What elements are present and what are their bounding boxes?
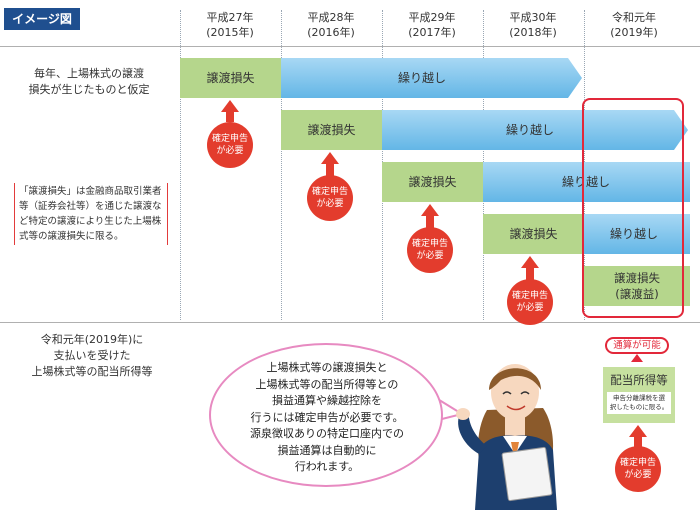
year-era: 平成29年 <box>408 11 456 24</box>
year-2018: 平成30年 (2018年) <box>483 10 583 40</box>
badge-line: 確定申告 <box>511 291 548 301</box>
tax-return-badge: 確定申告 が必要 <box>307 175 353 221</box>
up-arrow <box>521 256 539 280</box>
badge-line: が必要 <box>416 251 444 261</box>
up-arrow <box>321 152 339 176</box>
offset-highlight <box>582 98 684 318</box>
dividend-line: 上場株式等の配当所得等 <box>31 365 153 378</box>
year-2015: 平成27年 (2015年) <box>180 10 280 40</box>
tax-return-badge: 確定申告 が必要 <box>207 122 253 168</box>
assumption-label: 毎年、上場株式の譲渡 損失が生じたものと仮定 <box>0 66 178 98</box>
loss-box-2018: 譲渡損失 <box>483 214 584 254</box>
bubble-line: 行うには確定申告が必要です。 <box>250 410 404 424</box>
dividend-income-title: 配当所得等 <box>610 373 668 387</box>
bubble-line: 損益通算は自動的に <box>277 443 377 457</box>
advisor-illustration <box>456 364 557 510</box>
carry-arrow-2017 <box>483 162 690 202</box>
bubble-line: 行われます。 <box>294 460 360 473</box>
speech-bubble-text: 上場株式等の譲渡損失と 上場株式等の配当所得等との 損益通算や繰越控除を 行うに… <box>225 360 429 476</box>
year-ad: (2016年) <box>307 26 355 39</box>
up-arrow <box>221 100 239 122</box>
loss-gain-line: 譲渡損失 <box>614 271 660 285</box>
loss-box-2015: 譲渡損失 <box>180 58 281 98</box>
bubble-line: 源泉徴収ありの特定口座内での <box>250 427 404 440</box>
image-tag: イメージ図 <box>4 8 80 30</box>
year-ad: (2015年) <box>206 26 254 39</box>
column-divider <box>281 10 282 320</box>
loss-box-2017: 譲渡損失 <box>382 162 483 202</box>
badge-line: が必要 <box>516 303 544 313</box>
dividend-line: 支払いを受けた <box>53 349 131 362</box>
carry-arrow-2016 <box>382 110 688 150</box>
year-era: 令和元年 <box>612 11 656 24</box>
dividend-sub-line: 申告分離課税を選 <box>613 394 665 402</box>
year-era: 平成30年 <box>509 11 557 24</box>
dividend-label: 令和元年(2019年)に 支払いを受けた 上場株式等の配当所得等 <box>8 332 176 380</box>
carry-label: 繰り越し <box>609 227 658 241</box>
dividend-income-box: 配当所得等 申告分離課税を選 択したものに限る。 <box>603 367 675 423</box>
column-divider <box>180 10 181 320</box>
dividend-line: 令和元年(2019年)に <box>40 333 144 346</box>
tax-return-badge: 確定申告 が必要 <box>407 227 453 273</box>
year-ad: (2019年) <box>610 26 658 39</box>
offset-possible-pill: 通算が可能 <box>605 337 669 354</box>
carry-label: 繰り越し <box>397 71 446 85</box>
badge-line: が必要 <box>624 470 652 480</box>
dividend-sub-line: 択したものに限る。 <box>609 403 669 411</box>
loss-gain-box-2019: 譲渡損失 (譲渡益) <box>584 266 690 306</box>
header-rule <box>0 46 700 47</box>
carry-box-2018 <box>584 214 690 254</box>
bubble-line: 上場株式等の配当所得等との <box>255 377 399 391</box>
badge-line: が必要 <box>216 146 244 156</box>
carry-label: 繰り越し <box>505 123 554 137</box>
year-era: 平成28年 <box>307 11 355 24</box>
year-era: 平成27年 <box>206 11 254 24</box>
section-rule <box>0 322 700 323</box>
year-ad: (2017年) <box>408 26 456 39</box>
badge-line: 確定申告 <box>619 458 656 468</box>
tax-return-badge: 確定申告 が必要 <box>507 279 553 325</box>
year-ad: (2018年) <box>509 26 557 39</box>
speech-bubble <box>209 343 443 487</box>
bubble-line: 上場株式等の譲渡損失と <box>266 361 388 374</box>
bubble-line: 損益通算や繰越控除を <box>272 394 382 407</box>
carry-label: 繰り越し <box>561 175 610 189</box>
loss-gain-line: (譲渡益) <box>615 287 659 301</box>
assumption-line: 毎年、上場株式の譲渡 <box>34 67 144 80</box>
badge-line: 確定申告 <box>411 239 448 249</box>
year-2016: 平成28年 (2016年) <box>281 10 381 40</box>
badge-line: 確定申告 <box>311 187 348 197</box>
assumption-line: 損失が生じたものと仮定 <box>28 83 150 96</box>
loss-note: 「譲渡損失」は金融商品取引業者等（証券会社等）を通じた譲渡など特定の譲渡により生… <box>14 183 168 245</box>
up-arrow <box>629 425 647 448</box>
up-arrow <box>421 204 439 228</box>
year-2019: 令和元年 (2019年) <box>584 10 684 40</box>
loss-box-2016: 譲渡損失 <box>281 110 382 150</box>
badge-line: が必要 <box>316 199 344 209</box>
tax-return-badge: 確定申告 が必要 <box>615 446 661 492</box>
dividend-income-subbox: 申告分離課税を選 択したものに限る。 <box>607 392 671 414</box>
badge-line: 確定申告 <box>211 134 248 144</box>
carry-arrow-2015 <box>281 58 582 98</box>
year-2017: 平成29年 (2017年) <box>382 10 482 40</box>
